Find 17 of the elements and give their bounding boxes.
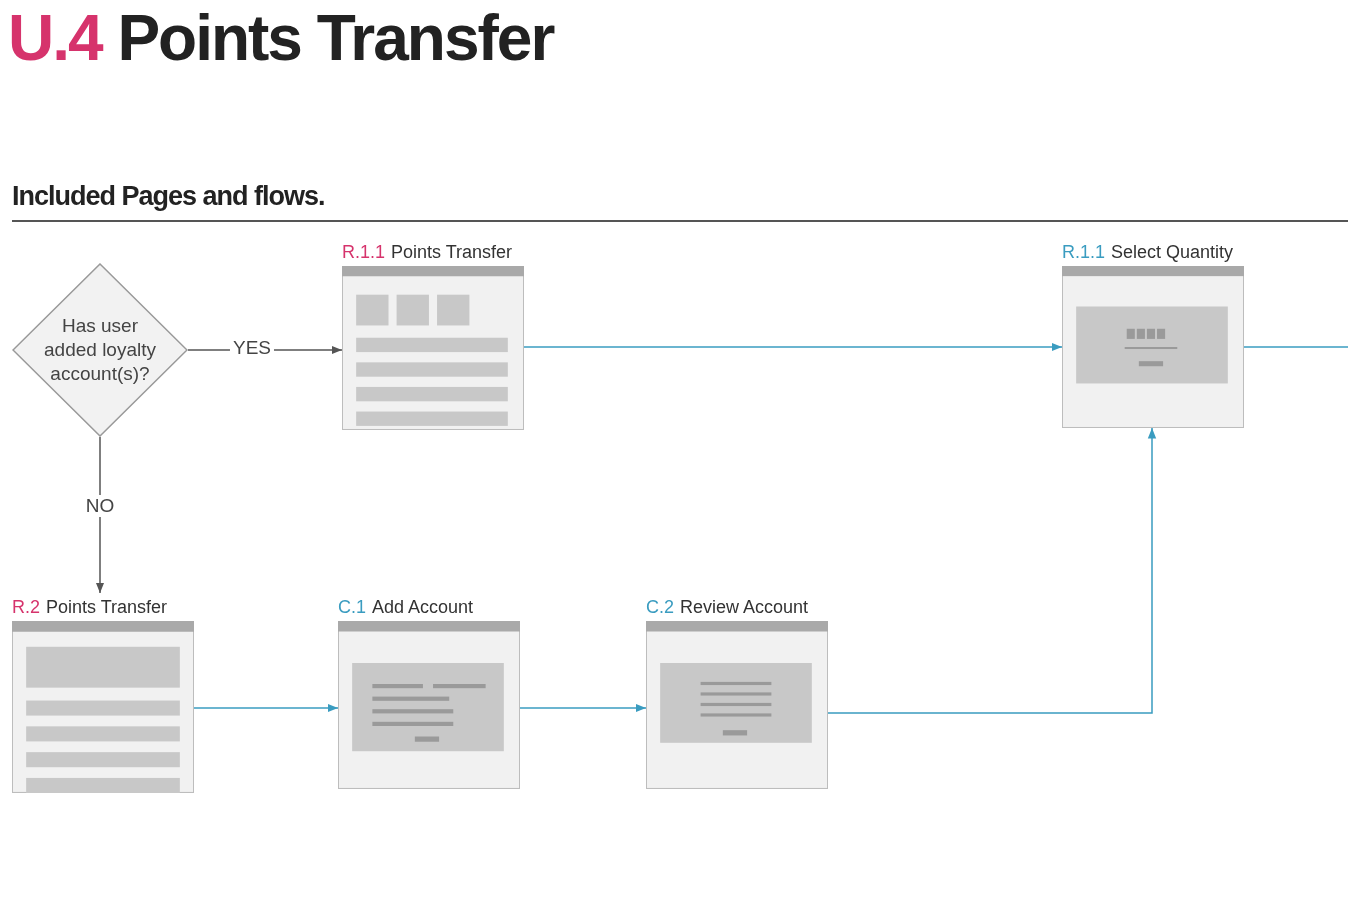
page-name: Points Transfer <box>391 241 513 264</box>
arrow <box>193 703 339 713</box>
decision-text: Has user added loyalty account(s)? <box>43 314 157 386</box>
arrow <box>523 342 1063 352</box>
page-code: R.1.1 <box>342 241 386 264</box>
page-name: Select Quantity <box>1111 241 1234 264</box>
page-name: Review Account <box>680 596 809 619</box>
arrow <box>519 703 647 713</box>
page-code: R.1.1 <box>1062 241 1106 264</box>
page-code: R.2 <box>12 596 40 619</box>
section-heading: Included Pages and flows. <box>12 180 325 213</box>
arrow <box>827 427 1157 714</box>
page-title: U.4 Points Transfer <box>8 1 554 76</box>
page-name: Add Account <box>372 596 474 619</box>
page-code: C.2 <box>646 596 674 619</box>
page-name: Points Transfer <box>46 596 168 619</box>
page-code: C.1 <box>338 596 366 619</box>
